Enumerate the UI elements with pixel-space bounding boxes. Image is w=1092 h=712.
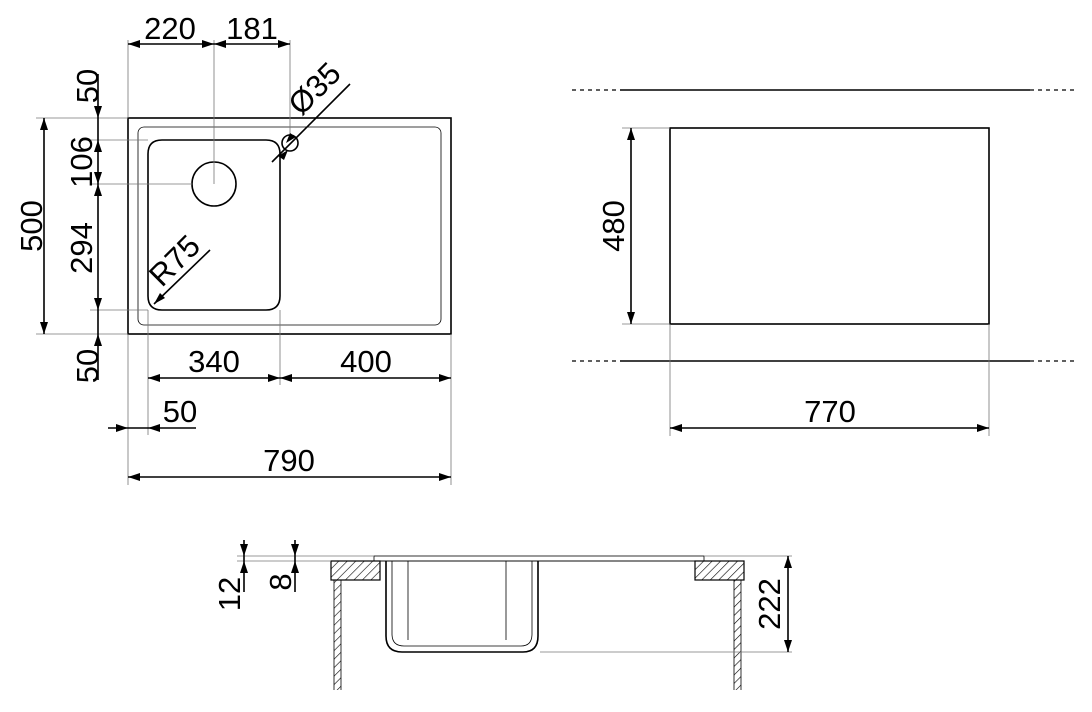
sink-top-plate <box>373 555 705 562</box>
sink-inner-edge <box>137 126 442 326</box>
worktop-left-section <box>330 560 381 581</box>
worktop-right-section <box>694 560 745 581</box>
cutout-rectangle <box>669 127 990 325</box>
dim-r75-label: R75 <box>142 228 207 293</box>
dim-400-label: 400 <box>340 344 392 379</box>
top-view: 220 181 Ø35 500 50 106 294 50 R75 <box>14 11 452 485</box>
section-view: 12 8 222 <box>212 540 792 690</box>
cabinet-right-wall <box>734 580 741 690</box>
dim-50-top-label: 50 <box>70 69 105 103</box>
dim-222-label: 222 <box>752 578 787 630</box>
dim-50-left-label: 50 <box>163 394 197 429</box>
dim-480-label: 480 <box>596 200 631 252</box>
bowl-outline <box>147 139 281 311</box>
dim-106-label: 106 <box>64 136 99 188</box>
dim-d35-label: Ø35 <box>281 55 347 121</box>
dim-340-label: 340 <box>188 344 240 379</box>
dim-770-label: 770 <box>804 394 856 429</box>
dim-8-label: 8 <box>263 573 298 590</box>
cutout-view: 480 770 <box>572 89 1076 436</box>
dim-500-label: 500 <box>14 200 49 252</box>
dim-50-bottom-label: 50 <box>70 349 105 383</box>
dim-294-label: 294 <box>64 222 99 274</box>
sink-outer-outline <box>127 117 452 335</box>
dim-181-label: 181 <box>226 11 278 46</box>
dim-790-label: 790 <box>263 443 315 478</box>
dim-12-label: 12 <box>212 577 247 611</box>
dim-220-label: 220 <box>144 11 196 46</box>
cabinet-left-wall <box>334 580 341 690</box>
bowl-section <box>385 561 539 653</box>
